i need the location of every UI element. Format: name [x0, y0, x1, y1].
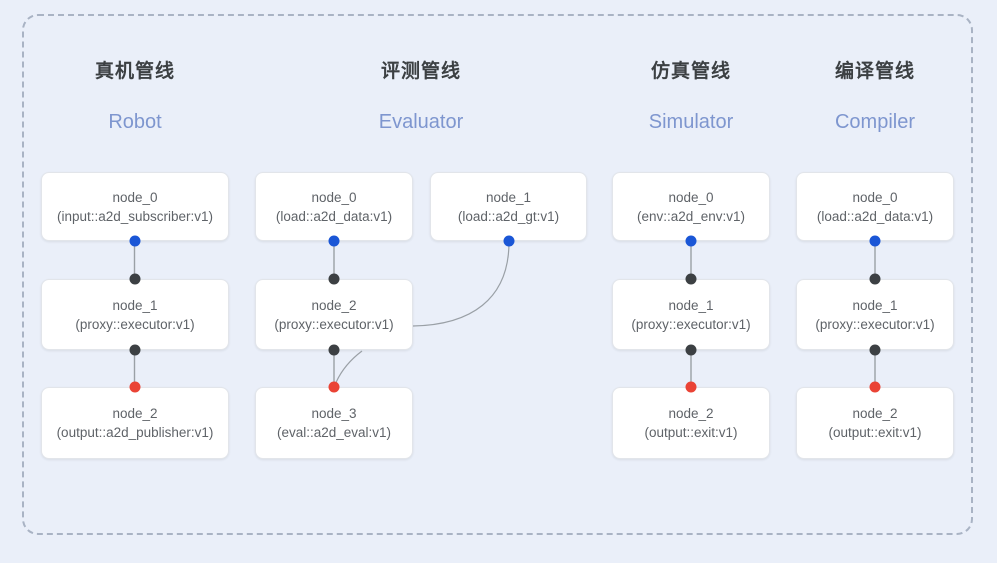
node-label-type: (proxy::executor:v1): [815, 316, 935, 332]
column-title-cn-compiler: 编译管线: [834, 61, 915, 82]
port-input-compiler-n2[interactable]: [869, 381, 881, 393]
node-label-type: (env::a2d_env:v1): [636, 208, 746, 224]
node-label-name: node_0: [311, 189, 357, 205]
node-evaluator-0[interactable]: node_0 (load::a2d_data:v1): [255, 172, 413, 241]
node-compiler-2[interactable]: node_2 (output::exit:v1): [796, 387, 954, 459]
node-label-type: (output::a2d_publisher:v1): [56, 425, 214, 440]
node-evaluator-2[interactable]: node_2 (proxy::executor:v1): [255, 279, 413, 350]
port-input-simulator-n1[interactable]: [685, 273, 697, 285]
node-label-name: node_1: [852, 297, 898, 313]
node-evaluator-1-gt[interactable]: node_1 (load::a2d_gt:v1): [430, 172, 587, 241]
node-label-type: (proxy::executor:v1): [631, 316, 751, 332]
column-title-cn-simulator: 仿真管线: [650, 61, 731, 82]
port-input-robot-n1[interactable]: [129, 273, 140, 285]
column-header-robot: 真机管线 Robot: [41, 60, 229, 135]
node-evaluator-3[interactable]: node_3 (eval::a2d_eval:v1): [255, 387, 413, 459]
node-label-type: (input::a2d_subscriber:v1): [56, 208, 214, 224]
port-output-simulator-n0[interactable]: [685, 235, 697, 247]
port-output-evaluator-n0[interactable]: [328, 235, 340, 247]
node-label-type: (eval::a2d_eval:v1): [276, 425, 392, 440]
node-label-name: node_2: [112, 406, 158, 421]
node-robot-2[interactable]: node_2 (output::a2d_publisher:v1): [41, 387, 229, 459]
column-header-compiler: 编译管线 Compiler: [796, 60, 954, 135]
column-title-cn-evaluator: 评测管线: [380, 61, 461, 82]
port-output-simulator-n1[interactable]: [685, 344, 697, 356]
node-robot-0[interactable]: node_0 (input::a2d_subscriber:v1): [41, 172, 229, 241]
port-input-evaluator-n3[interactable]: [328, 381, 340, 393]
node-label-type: (proxy::executor:v1): [274, 316, 394, 332]
node-simulator-2[interactable]: node_2 (output::exit:v1): [612, 387, 770, 459]
node-label-type: (output::exit:v1): [828, 425, 922, 440]
column-header-evaluator: 评测管线 Evaluator: [255, 60, 587, 135]
node-label-type: (load::a2d_gt:v1): [457, 208, 560, 224]
node-robot-1[interactable]: node_1 (proxy::executor:v1): [41, 279, 229, 350]
port-output-robot-n0[interactable]: [129, 235, 140, 247]
node-label-type: (load::a2d_data:v1): [275, 208, 393, 224]
port-input-evaluator-n2[interactable]: [328, 273, 340, 285]
node-label-name: node_1: [668, 297, 714, 313]
port-output-evaluator-n2[interactable]: [328, 344, 340, 356]
node-label-name: node_0: [668, 189, 714, 205]
node-label-type: (output::exit:v1): [644, 425, 738, 440]
port-output-evaluator-n1-gt[interactable]: [503, 235, 515, 247]
diagram-frame: [22, 14, 973, 535]
port-input-simulator-n2[interactable]: [685, 381, 697, 393]
node-label-name: node_0: [112, 189, 158, 205]
node-compiler-0[interactable]: node_0 (load::a2d_data:v1): [796, 172, 954, 241]
node-simulator-0[interactable]: node_0 (env::a2d_env:v1): [612, 172, 770, 241]
node-label-name: node_1: [485, 189, 532, 205]
node-label-name: node_2: [668, 406, 714, 421]
node-label-name: node_2: [311, 297, 357, 313]
column-title-en-simulator: Simulator: [648, 111, 734, 133]
node-label-name: node_2: [852, 406, 898, 421]
node-label-name: node_3: [311, 406, 357, 421]
column-title-en-evaluator: Evaluator: [378, 111, 464, 133]
port-output-compiler-n0[interactable]: [869, 235, 881, 247]
node-label-type: (proxy::executor:v1): [75, 316, 195, 332]
node-label-type: (load::a2d_data:v1): [816, 208, 934, 224]
port-input-robot-n2[interactable]: [129, 381, 140, 393]
node-label-name: node_0: [852, 189, 898, 205]
column-title-en-robot: Robot: [108, 111, 162, 133]
column-header-simulator: 仿真管线 Simulator: [612, 60, 770, 135]
port-output-compiler-n1[interactable]: [869, 344, 881, 356]
port-output-robot-n1[interactable]: [129, 344, 140, 356]
node-compiler-1[interactable]: node_1 (proxy::executor:v1): [796, 279, 954, 350]
node-simulator-1[interactable]: node_1 (proxy::executor:v1): [612, 279, 770, 350]
node-label-name: node_1: [112, 297, 158, 313]
column-title-en-compiler: Compiler: [834, 111, 916, 133]
column-title-cn-robot: 真机管线: [94, 61, 175, 82]
port-input-compiler-n1[interactable]: [869, 273, 881, 285]
